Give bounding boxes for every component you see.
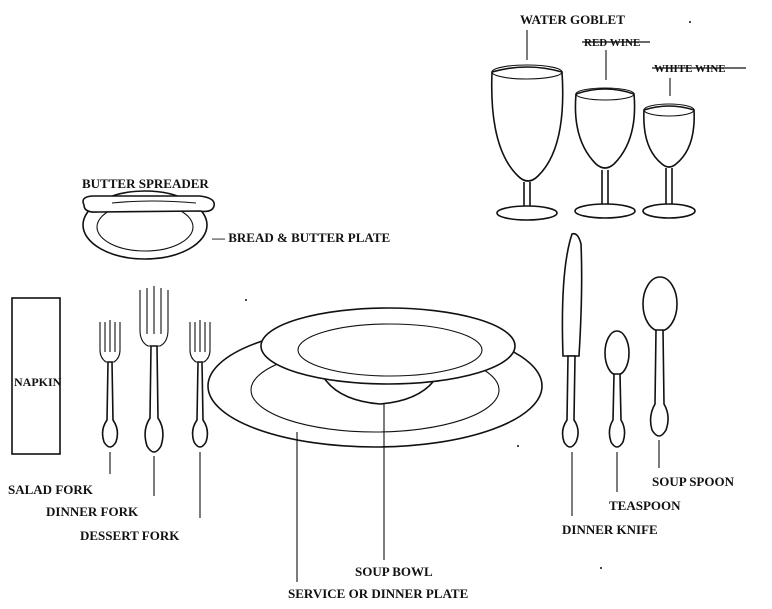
water-goblet	[492, 65, 563, 220]
napkin-label: NAPKIN	[14, 375, 62, 389]
butter-spreader	[83, 196, 214, 212]
soup-bowl-label: SOUP BOWL	[355, 564, 433, 579]
teaspoon	[605, 331, 629, 447]
bread-butter-plate-label: — BREAD & BUTTER PLATE	[211, 230, 390, 245]
dinner-knife-label: DINNER KNIFE	[562, 522, 658, 537]
soup-spoon	[643, 277, 677, 436]
teaspoon-label: TEASPOON	[609, 498, 681, 513]
speck	[689, 21, 691, 23]
speck	[600, 567, 602, 569]
butter-spreader-label: BUTTER SPREADER	[82, 176, 209, 191]
dinner-knife	[562, 234, 581, 447]
dessert-fork-label: DESSERT FORK	[80, 528, 180, 543]
white-wine-label: WHITE WINE	[654, 63, 726, 75]
salad-fork	[100, 320, 120, 447]
red-wine-glass	[575, 88, 635, 218]
service-plate-label: SERVICE OR DINNER PLATE	[288, 586, 468, 601]
speck	[245, 299, 247, 301]
dessert-fork	[190, 320, 210, 447]
white-wine-glass	[643, 104, 695, 218]
salad-fork-label: SALAD FORK	[8, 482, 94, 497]
speck	[517, 445, 519, 447]
red-wine-label: RED WINE	[584, 37, 640, 49]
soup-spoon-label: SOUP SPOON	[652, 474, 735, 489]
water-goblet-label: WATER GOBLET	[520, 12, 625, 27]
dinner-fork-label: DINNER FORK	[46, 504, 139, 519]
dinner-fork	[140, 286, 168, 452]
